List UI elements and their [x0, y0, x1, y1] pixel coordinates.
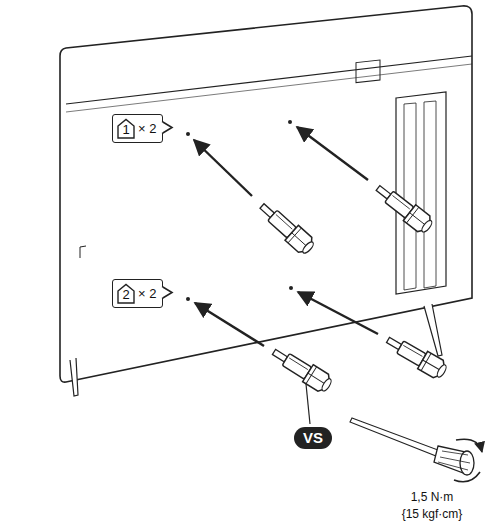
house-icon: [117, 118, 135, 139]
part-code-badge: VS: [294, 427, 332, 449]
step-number: 1: [117, 118, 135, 139]
quantity: × 2: [138, 121, 156, 136]
part-code: VS: [303, 429, 323, 446]
quantity-callout: 2× 2: [112, 279, 163, 308]
torque-value: {15 kgf·cm}: [401, 507, 464, 521]
step-number: 2: [117, 283, 135, 304]
callout-pointer: [162, 278, 174, 307]
torque-value: 1,5 N·m: [410, 490, 455, 504]
callout-pointer: [162, 113, 174, 142]
quantity-callout: 1× 2: [112, 114, 163, 143]
quantity: × 2: [138, 286, 156, 301]
house-icon: [117, 283, 135, 304]
